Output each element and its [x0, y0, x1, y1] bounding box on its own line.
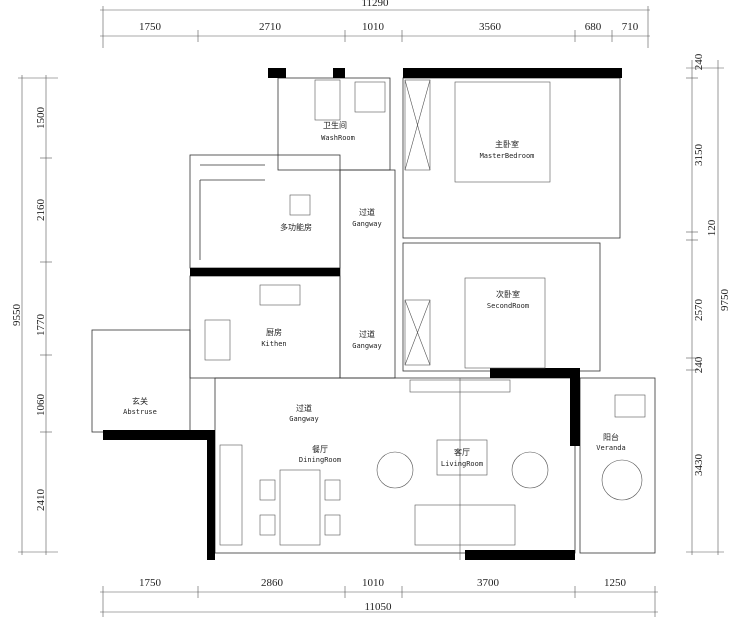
- dim-right-total: 9750: [719, 289, 731, 312]
- gangway1-label-en: Gangway: [352, 220, 382, 228]
- dim-left-total: 9550: [11, 304, 23, 327]
- multi-label-cn: 多功能房: [280, 222, 312, 232]
- master-label-cn: 主卧室: [495, 139, 519, 149]
- dim-top: 2710: [259, 21, 282, 33]
- coffee-table: [436, 439, 488, 476]
- bottom-dimensions: 1750 2860 1010 3700 1250 11050: [100, 577, 658, 617]
- dim-bottom: 2860: [261, 577, 284, 589]
- dim-right: 3150: [693, 144, 705, 167]
- dim-right: 2570: [693, 299, 705, 322]
- kitchen-label-cn: 厨房: [266, 327, 282, 337]
- gangway2-label-cn: 过道: [359, 329, 375, 339]
- toilet: [314, 79, 341, 121]
- master-label-en: MasterBedroom: [480, 152, 535, 160]
- armchair: [511, 451, 549, 489]
- dim-bottom: 1250: [604, 577, 627, 589]
- kitchen-label-en: Kithen: [261, 340, 286, 348]
- dim-left: 2410: [35, 489, 47, 512]
- entry-label-cn: 玄关: [132, 396, 148, 406]
- dim-top: 1750: [139, 21, 162, 33]
- dim-left: 1060: [35, 394, 47, 417]
- gangway3-label-en: Gangway: [289, 415, 319, 423]
- room-labels: 卫生间 WashRoom 主卧室 MasterBedroom 多功能房 过道 G…: [123, 120, 626, 468]
- right-dimensions: 240 3150 120 2570 240 3430 9750: [686, 53, 731, 555]
- gangway1-label-cn: 过道: [359, 207, 375, 217]
- master-bed: [454, 81, 551, 183]
- dining-label-cn: 餐厅: [312, 445, 328, 454]
- armchair: [376, 451, 414, 489]
- left-dimensions: 9550 1500 2160 1770 1060 2410: [11, 75, 58, 555]
- gangway2-label-en: Gangway: [352, 342, 382, 350]
- washer: [601, 459, 643, 501]
- furniture: [204, 79, 646, 560]
- dim-top: 680: [585, 21, 602, 33]
- dim-right: 240: [693, 356, 705, 373]
- stove: [259, 284, 301, 306]
- dim-bottom: 3700: [477, 577, 500, 589]
- tv-cabinet: [409, 379, 511, 393]
- dim-top-total: 11290: [361, 0, 389, 9]
- washroom-label-cn: 卫生间: [323, 120, 347, 130]
- dim-top: 1010: [362, 21, 385, 33]
- sofa: [414, 504, 516, 546]
- living-label-cn: 客厅: [454, 447, 470, 457]
- sink: [204, 319, 231, 361]
- entry-label-en: Abstruse: [123, 408, 157, 416]
- dim-bottom: 1010: [362, 577, 385, 589]
- dim-left: 1770: [35, 314, 47, 337]
- dim-left: 2160: [35, 199, 47, 222]
- second-label-en: SecondRoom: [487, 302, 529, 310]
- washroom-label-en: WashRoom: [321, 134, 355, 142]
- dim-left: 1500: [35, 107, 47, 130]
- room-outlines: [91, 77, 656, 554]
- dim-right: 120: [706, 219, 718, 236]
- dining-label-en: DiningRoom: [299, 456, 341, 464]
- wardrobe: [404, 79, 431, 171]
- living-label-en: LivingRoom: [441, 460, 483, 468]
- basin: [354, 81, 386, 113]
- dim-bottom: 1750: [139, 577, 162, 589]
- top-dimensions: 11290 1750 2710 1010 3560 680 710: [100, 0, 650, 48]
- dim-right: 3430: [693, 454, 705, 477]
- wardrobe-2: [404, 299, 431, 366]
- veranda-label-cn: 阳台: [603, 432, 619, 442]
- dim-top: 3560: [479, 21, 502, 33]
- dining-table: [279, 469, 321, 546]
- second-label-cn: 次卧室: [496, 289, 520, 299]
- dim-right: 240: [693, 53, 705, 70]
- dim-bottom-total: 11050: [364, 601, 392, 613]
- shoe-cabinet: [219, 444, 243, 546]
- veranda-label-en: Veranda: [596, 444, 626, 452]
- gangway3-label-cn: 过道: [296, 403, 312, 413]
- second-bed: [464, 277, 546, 369]
- walls: [103, 68, 622, 560]
- dim-top: 710: [622, 21, 639, 33]
